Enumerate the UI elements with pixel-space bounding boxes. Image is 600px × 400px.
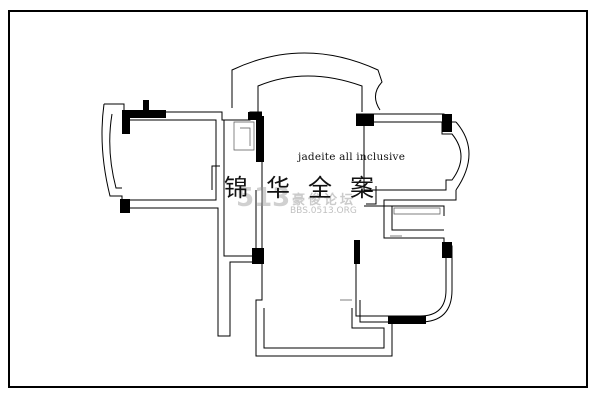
title-bracket-right xyxy=(366,186,377,205)
title-bracket-left xyxy=(211,165,220,190)
left-room-inner-wall xyxy=(109,113,257,257)
balcony-outer-wall xyxy=(231,52,383,111)
left-room-outer-wall xyxy=(101,103,262,337)
column xyxy=(122,110,130,134)
watermark-logo: 513 xyxy=(236,183,291,213)
right-room-outer-wall xyxy=(356,113,470,323)
column xyxy=(256,116,264,162)
drawing-frame xyxy=(8,10,588,388)
plan-subtitle: jadeite all inclusive xyxy=(298,151,406,163)
column xyxy=(442,242,452,258)
column xyxy=(143,100,149,112)
column xyxy=(122,110,166,118)
column xyxy=(388,316,426,324)
column xyxy=(248,112,262,120)
left-closet xyxy=(233,121,255,151)
watermark-forum-name: 豪俊论坛 xyxy=(292,193,357,208)
column xyxy=(354,240,360,264)
column xyxy=(252,248,264,264)
right-room-inner-wall xyxy=(355,121,462,317)
column xyxy=(356,114,374,126)
balcony-inner-wall xyxy=(257,75,363,112)
column xyxy=(442,114,452,132)
plan-title: 锦华全案 xyxy=(224,174,392,202)
central-step xyxy=(261,250,352,301)
right-closet xyxy=(390,207,441,237)
watermark-url: BBS.0513.ORG xyxy=(290,206,357,216)
column xyxy=(120,199,130,213)
